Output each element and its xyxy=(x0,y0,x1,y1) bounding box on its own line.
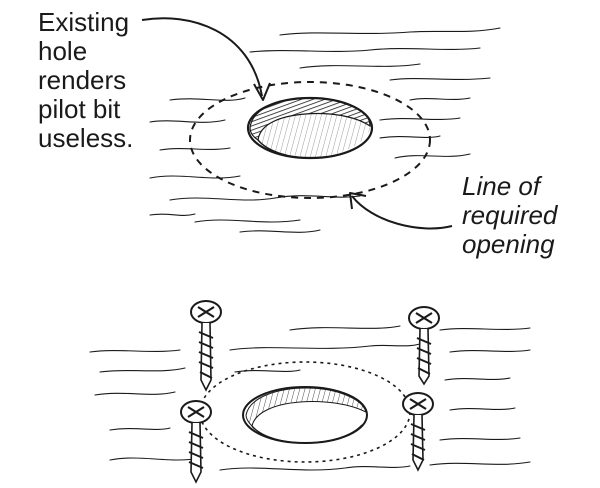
arrow-required-opening-icon xyxy=(352,196,452,228)
callout-line: Line of xyxy=(462,172,592,201)
required-opening-callout: Line of required opening xyxy=(462,172,592,259)
callout-line: required xyxy=(462,201,592,230)
callout-line: pilot bit xyxy=(38,95,188,124)
callout-line: renders xyxy=(38,66,188,95)
callout-line: useless. xyxy=(38,124,188,153)
screw-icon xyxy=(181,401,211,482)
bottom-hole-icon xyxy=(243,387,367,443)
existing-hole-icon xyxy=(248,98,372,158)
callout-line: hole xyxy=(38,37,188,66)
screw-icon xyxy=(191,301,221,390)
callout-line: opening xyxy=(462,230,592,259)
existing-hole-callout: Existing hole renders pilot bit useless. xyxy=(38,8,188,153)
bottom-panel xyxy=(90,301,530,482)
top-panel xyxy=(142,18,500,232)
screw-icon xyxy=(403,393,433,470)
callout-line: Existing xyxy=(38,8,188,37)
